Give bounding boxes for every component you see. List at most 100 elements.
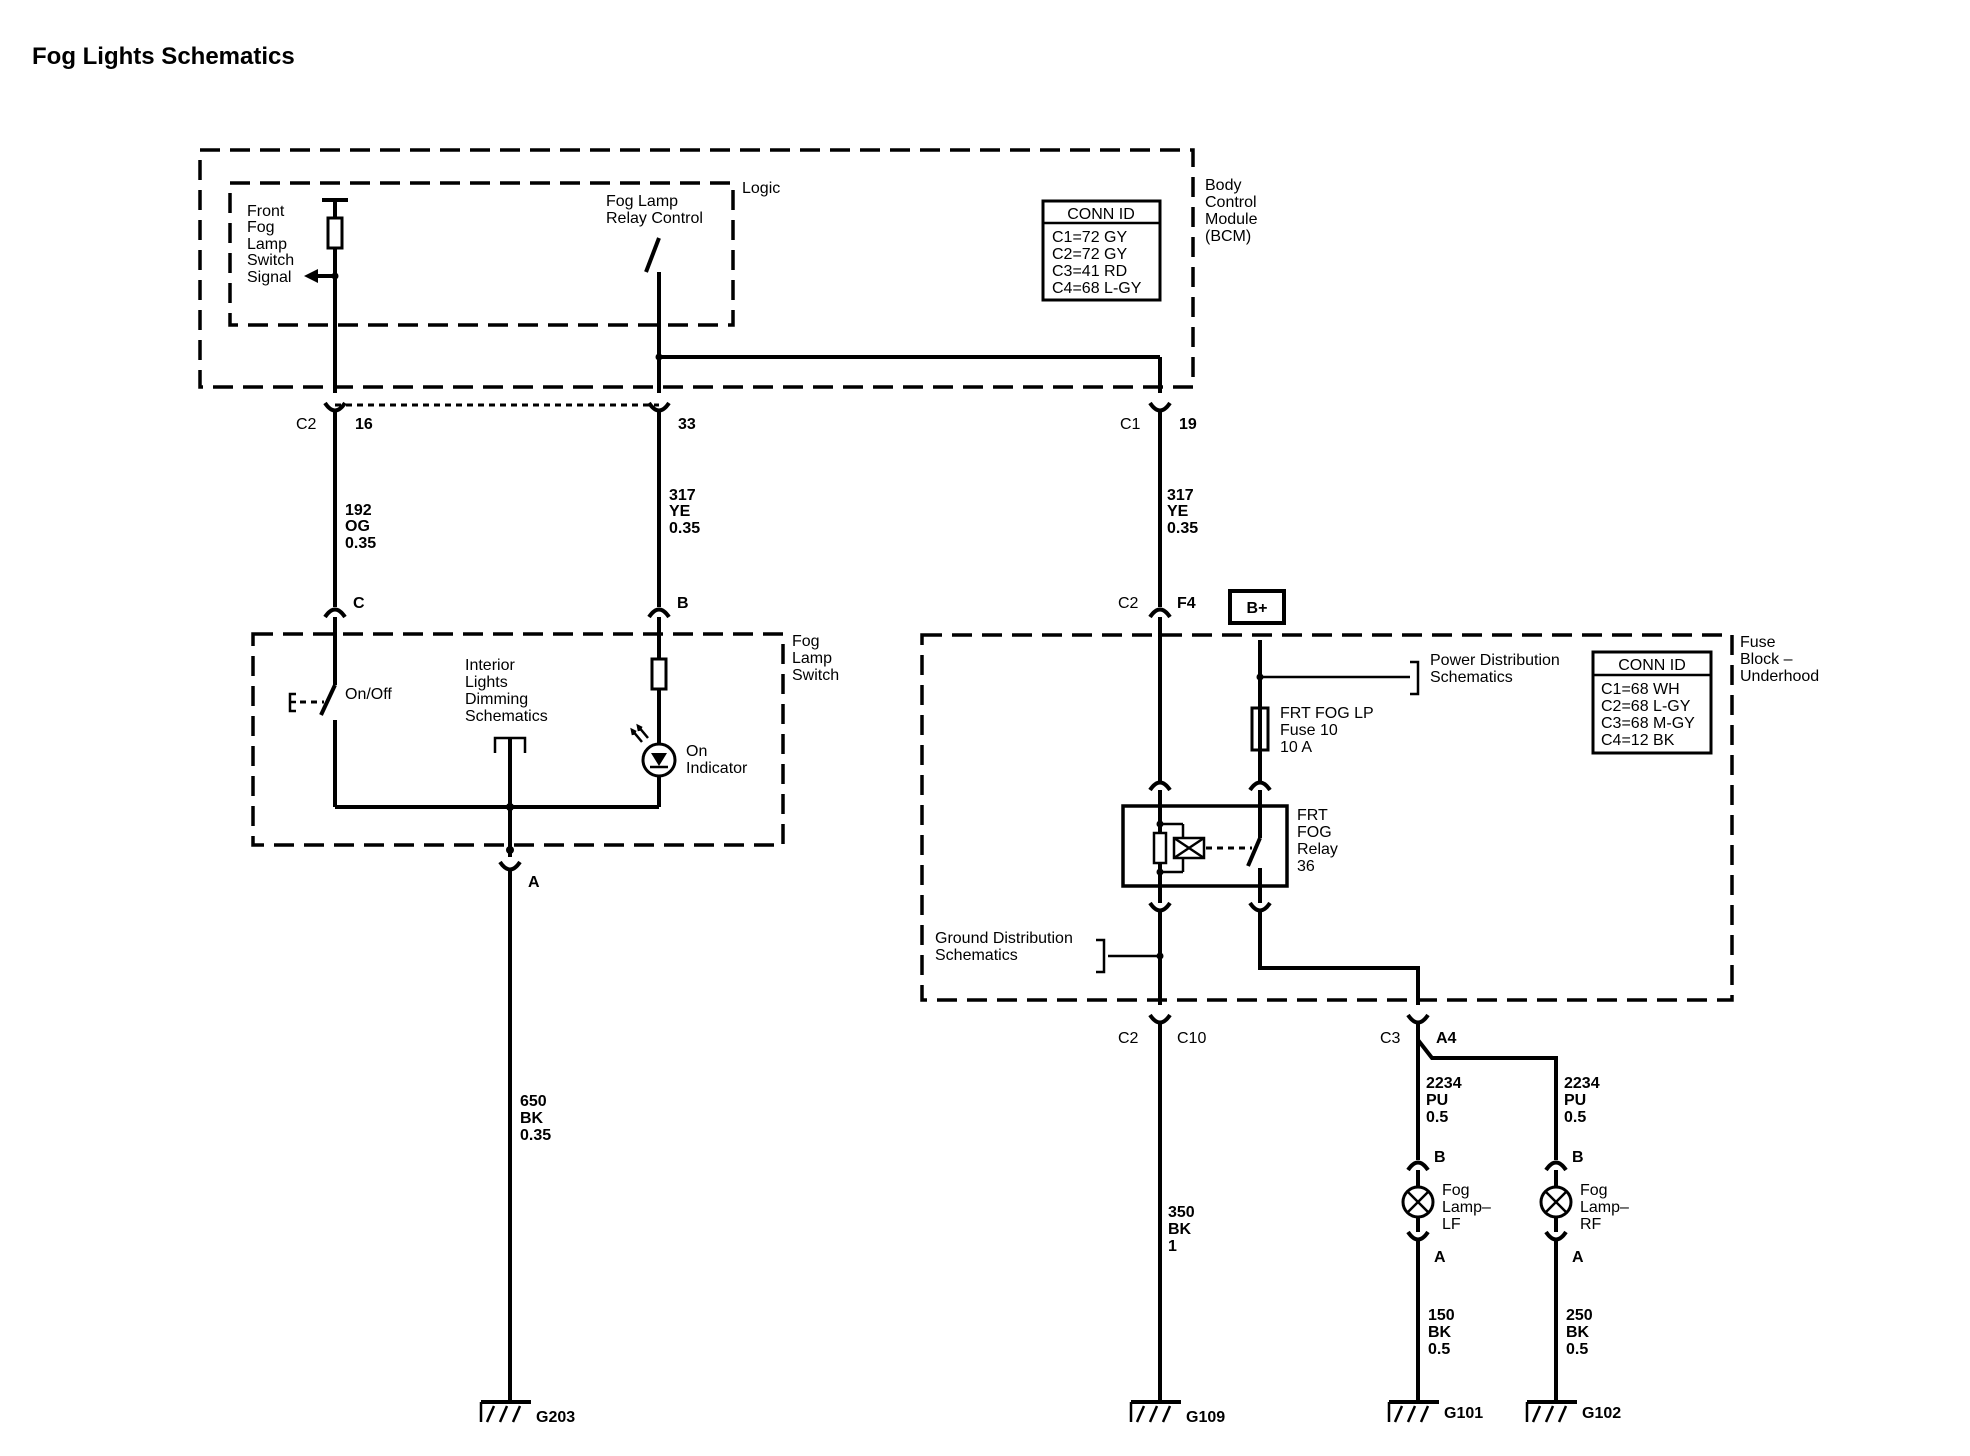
svg-text:Front: Front — [247, 203, 285, 220]
svg-text:Lamp: Lamp — [247, 236, 287, 253]
wire-label-2234-left: 2234 PU 0.5 — [1426, 1075, 1462, 1126]
bcm-conn-id-box: CONN ID C1=72 GY C2=72 GY C3=41 RD C4=68… — [1041, 199, 1162, 302]
svg-text:0.5: 0.5 — [1428, 1341, 1450, 1358]
svg-text:FRT FOG LP: FRT FOG LP — [1280, 705, 1374, 722]
svg-text:C: C — [353, 595, 365, 612]
svg-text:BK: BK — [520, 1110, 544, 1127]
svg-text:0.35: 0.35 — [1167, 520, 1198, 537]
svg-text:Power Distribution: Power Distribution — [1430, 652, 1560, 669]
svg-text:C3: C3 — [1380, 1030, 1401, 1047]
fog-lamp-rf: B A Fog Lamp– RF — [1539, 1149, 1629, 1402]
svg-text:F4: F4 — [1177, 595, 1196, 612]
lamp-lf-label: Fog Lamp– LF — [1442, 1182, 1491, 1233]
svg-text:350: 350 — [1168, 1204, 1195, 1221]
svg-text:YE: YE — [1167, 503, 1189, 520]
svg-text:C1=72 GY: C1=72 GY — [1052, 229, 1127, 246]
svg-text:Indicator: Indicator — [686, 760, 748, 777]
wire-label-192: 192 OG 0.35 — [345, 502, 376, 552]
svg-text:16: 16 — [355, 416, 373, 433]
indicator-label: On Indicator — [686, 743, 748, 777]
logic-label: Logic — [742, 180, 780, 197]
svg-text:C1=68 WH: C1=68 WH — [1601, 681, 1680, 698]
pullup-resistor-icon — [304, 198, 348, 393]
connector-fuse-c10: C2 C10 — [1118, 1013, 1206, 1402]
svg-text:CONN ID: CONN ID — [1618, 657, 1686, 674]
switch-name: Fog Lamp Switch — [792, 633, 839, 684]
svg-text:0.5: 0.5 — [1426, 1109, 1448, 1126]
svg-text:B: B — [677, 595, 689, 612]
svg-text:10 A: 10 A — [1280, 739, 1312, 756]
svg-text:Interior: Interior — [465, 657, 515, 674]
indicator-resistor-icon — [650, 617, 668, 744]
fuse-label: FRT FOG LP Fuse 10 10 A — [1280, 705, 1374, 756]
svg-text:YE: YE — [669, 503, 691, 520]
svg-text:Schematics: Schematics — [465, 708, 548, 725]
relay-control-switch-icon — [644, 237, 1162, 393]
svg-text:C2=72 GY: C2=72 GY — [1052, 246, 1127, 263]
svg-text:19: 19 — [1179, 416, 1197, 433]
bcm-name: Body Control Module (BCM) — [1205, 177, 1258, 245]
lamp-lf-bulb-icon — [1401, 1185, 1435, 1219]
svg-text:Fog: Fog — [1442, 1182, 1470, 1199]
svg-text:C1: C1 — [1120, 416, 1141, 433]
fog-relay-icon — [1121, 780, 1289, 913]
front-fog-signal-label: Front Fog Lamp Switch Signal — [247, 203, 294, 286]
fog-lamp-switch: Fog Lamp Switch C B On/Off Interior Ligh… — [251, 595, 839, 857]
svg-text:C2: C2 — [296, 416, 317, 433]
svg-text:317: 317 — [1167, 487, 1194, 504]
svg-text:Relay Control: Relay Control — [606, 210, 703, 227]
svg-text:FOG: FOG — [1297, 824, 1332, 841]
svg-text:BK: BK — [1428, 1324, 1452, 1341]
svg-text:BK: BK — [1566, 1324, 1590, 1341]
svg-text:C2: C2 — [1118, 1030, 1139, 1047]
ground-g203-icon: G203 — [479, 1400, 575, 1426]
svg-text:(BCM): (BCM) — [1205, 228, 1251, 245]
svg-text:C2=68 L-GY: C2=68 L-GY — [1601, 698, 1691, 715]
connector-c2-33: 33 — [647, 401, 696, 607]
svg-text:Fuse: Fuse — [1740, 634, 1776, 651]
svg-text:150: 150 — [1428, 1307, 1455, 1324]
svg-text:250: 250 — [1566, 1307, 1593, 1324]
connector-switch-a: A — [498, 860, 540, 1402]
lamp-lf-pin-b: B — [1434, 1149, 1446, 1166]
svg-text:192: 192 — [345, 502, 372, 519]
ground-distribution-label: Ground Distribution Schematics — [935, 930, 1073, 964]
lamp-rf-label: Fog Lamp– RF — [1580, 1182, 1629, 1233]
svg-text:C4=12 BK: C4=12 BK — [1601, 732, 1675, 749]
svg-text:317: 317 — [669, 487, 696, 504]
battery-positive-terminal: B+ — [1228, 589, 1286, 625]
connector-c2-16: C2 16 — [296, 401, 373, 607]
page-title: Fog Lights Schematics — [32, 43, 295, 70]
relay-label: FRT FOG Relay 36 — [1297, 807, 1338, 875]
svg-text:C3=68 M-GY: C3=68 M-GY — [1601, 715, 1695, 732]
svg-text:G109: G109 — [1186, 1409, 1225, 1426]
svg-text:A: A — [528, 874, 540, 891]
ground-g101-icon: G101 — [1387, 1400, 1483, 1423]
interior-dimming-label: Interior Lights Dimming Schematics — [465, 657, 548, 725]
svg-text:CONN ID: CONN ID — [1067, 206, 1135, 223]
svg-text:650: 650 — [520, 1093, 547, 1110]
indicator-led-icon — [630, 723, 677, 807]
svg-text:Lamp–: Lamp– — [1580, 1199, 1629, 1216]
lamp-lf-pin-a: A — [1434, 1249, 1446, 1266]
svg-text:1: 1 — [1168, 1238, 1177, 1255]
svg-text:Ground Distribution: Ground Distribution — [935, 930, 1073, 947]
svg-text:C2: C2 — [1118, 595, 1139, 612]
svg-text:2234: 2234 — [1564, 1075, 1600, 1092]
power-distribution-label: Power Distribution Schematics — [1430, 652, 1560, 686]
connector-switch-b: B — [647, 595, 689, 619]
svg-text:G102: G102 — [1582, 1405, 1621, 1422]
svg-text:Lamp: Lamp — [792, 650, 832, 667]
svg-text:0.35: 0.35 — [669, 520, 700, 537]
svg-text:Lights: Lights — [465, 674, 508, 691]
svg-text:Fuse 10: Fuse 10 — [1280, 722, 1338, 739]
connector-fuse-a4: C3 A4 — [1380, 1013, 1558, 1160]
power-distribution-bracket — [1410, 660, 1420, 696]
svg-text:C4=68 L-GY: C4=68 L-GY — [1052, 280, 1142, 297]
body-control-module: Logic Body Control Module (BCM) CONN ID … — [198, 148, 1258, 393]
svg-text:PU: PU — [1426, 1092, 1448, 1109]
svg-text:PU: PU — [1564, 1092, 1586, 1109]
svg-text:G203: G203 — [536, 1409, 575, 1426]
fog-lamp-lf: B A Fog Lamp– LF — [1401, 1149, 1491, 1402]
wire-label-350: 350 BK 1 — [1168, 1204, 1195, 1255]
